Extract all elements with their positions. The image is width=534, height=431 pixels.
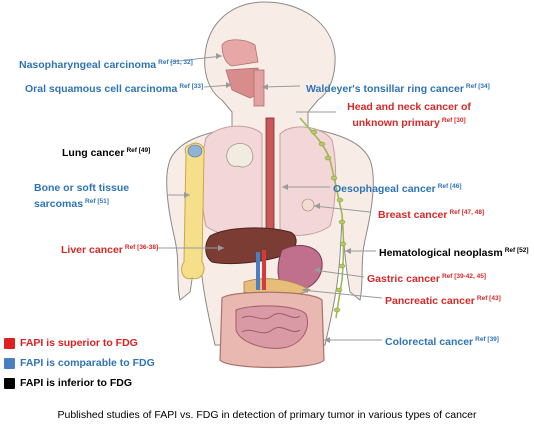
oesophagus (265, 117, 275, 247)
arrow-heads (184, 53, 351, 343)
lymph-nodes (310, 129, 347, 313)
figure-caption: Published studies of FAPI vs. FDG in det… (57, 409, 477, 421)
legend-swatch-blue (4, 358, 15, 369)
intestine-loops (241, 312, 301, 334)
humerus-bone (181, 142, 205, 280)
small-intestine (235, 305, 308, 349)
vena-cava (256, 252, 260, 290)
legend-swatch-red (4, 338, 15, 349)
breast-icon (301, 198, 315, 212)
bone-tumor (187, 144, 203, 158)
legend-label-comparable: FAPI is comparable to FDG (20, 357, 155, 369)
legend-label-inferior: FAPI is inferior to FDG (20, 377, 133, 389)
nasal-cavity (221, 39, 259, 67)
left-lung (279, 126, 337, 236)
pharynx (253, 69, 265, 107)
aorta (262, 250, 266, 290)
lung-tumor (226, 143, 254, 168)
legend-label-superior: FAPI is superior to FDG (20, 337, 138, 349)
right-lung (201, 125, 263, 236)
stomach (277, 245, 323, 292)
legend-swatch-black (4, 378, 15, 389)
